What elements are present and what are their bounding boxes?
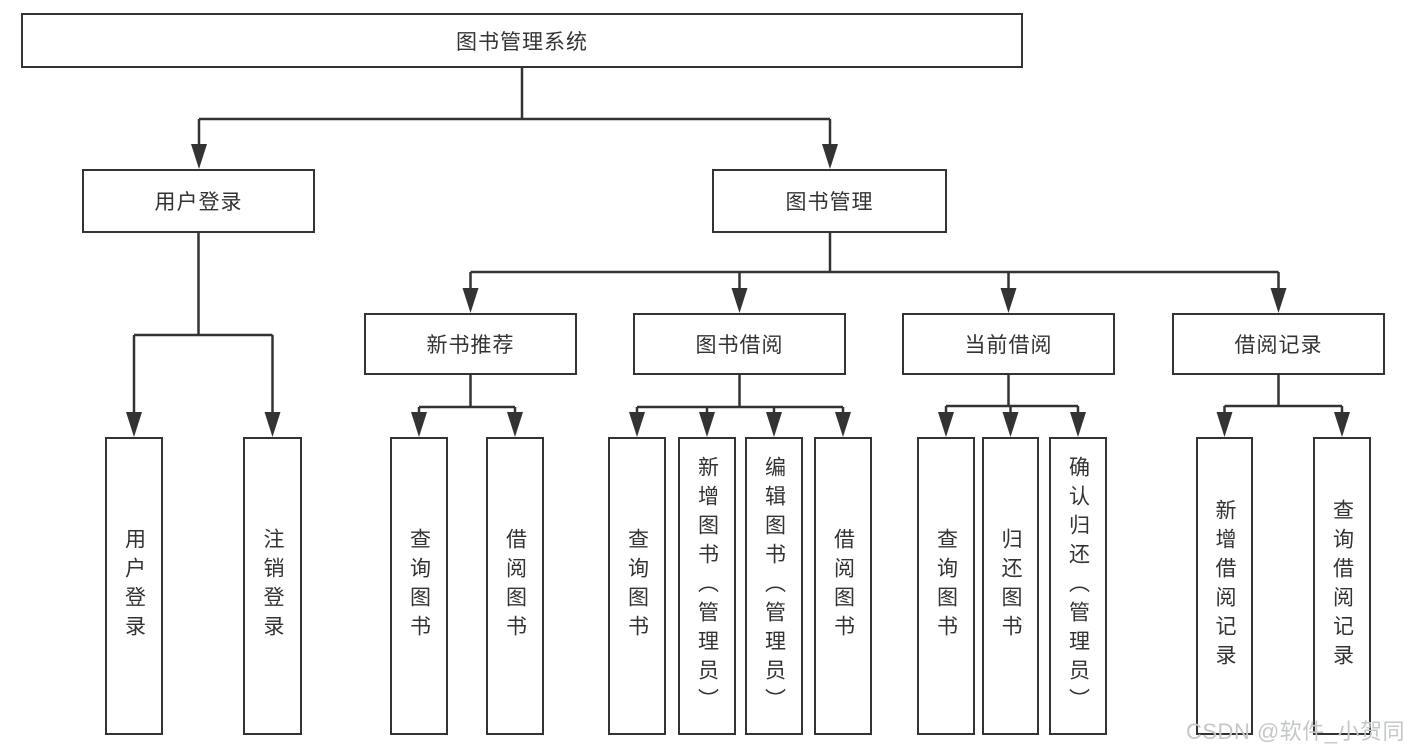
arrowhead-icon <box>766 412 782 437</box>
node-book-mgmt: 图书管理 <box>712 169 947 233</box>
node-leaf-add-book: 新增图书（管理员） <box>678 437 736 735</box>
connector-book-mgmt-branch <box>469 233 1280 294</box>
node-leaf-query-book-1: 查询图书 <box>390 437 448 735</box>
node-new-book-rec: 新书推荐 <box>364 313 577 375</box>
node-leaf-return-book: 归还图书 <box>982 437 1039 735</box>
node-leaf-borrow-book-2-label: 借阅图书 <box>831 528 855 644</box>
node-book-mgmt-label: 图书管理 <box>785 191 874 214</box>
node-leaf-query-book-2: 查询图书 <box>608 437 666 735</box>
arrowhead-icon <box>191 144 207 169</box>
node-leaf-add-record-label: 新增借阅记录 <box>1213 499 1236 673</box>
node-book-borrow-label: 图书借阅 <box>695 334 784 357</box>
connector-user-login-branch <box>132 233 274 418</box>
connector-borrow-records-branch <box>1223 375 1344 418</box>
node-leaf-confirm-return: 确认归还（管理员） <box>1049 437 1107 735</box>
connector-new-book-branch <box>417 375 517 418</box>
arrowhead-icon <box>1334 412 1350 437</box>
arrowhead-icon <box>507 412 523 437</box>
node-leaf-return-book-label: 归还图书 <box>999 528 1022 644</box>
arrowhead-icon <box>462 288 479 313</box>
connector-current-borrow-branch <box>944 375 1080 418</box>
node-user-login-label: 用户登录 <box>154 191 243 214</box>
node-root: 图书管理系统 <box>21 13 1023 68</box>
arrowhead-icon <box>699 412 715 437</box>
node-leaf-user-login-label: 用户登录 <box>122 528 146 644</box>
node-root-label: 图书管理系统 <box>456 30 588 54</box>
node-leaf-query-book-3-label: 查询图书 <box>934 528 958 644</box>
node-leaf-query-book-3: 查询图书 <box>917 437 975 735</box>
arrowhead-icon <box>1216 412 1233 437</box>
node-new-book-rec-label: 新书推荐 <box>426 334 515 357</box>
node-leaf-query-book-1-label: 查询图书 <box>407 528 431 644</box>
node-leaf-confirm-return-label: 确认归还（管理员） <box>1066 455 1090 717</box>
connector-root-to-level2 <box>197 68 832 150</box>
node-current-borrow: 当前借阅 <box>902 313 1115 375</box>
arrowhead-icon <box>938 412 954 437</box>
arrowhead-icon <box>264 412 281 437</box>
node-book-borrow: 图书借阅 <box>633 313 846 375</box>
node-leaf-logout: 注销登录 <box>243 437 302 735</box>
node-borrow-records-label: 借阅记录 <box>1234 334 1323 357</box>
node-leaf-query-book-2-label: 查询图书 <box>625 528 649 644</box>
arrowhead-icon <box>1002 412 1019 437</box>
node-leaf-logout-label: 注销登录 <box>261 528 284 644</box>
arrowhead-icon <box>822 144 838 169</box>
arrowhead-icon <box>629 412 645 437</box>
node-leaf-borrow-book-2: 借阅图书 <box>814 437 872 735</box>
arrowhead-icon <box>1270 288 1287 313</box>
arrowhead-icon <box>411 412 427 437</box>
node-current-borrow-label: 当前借阅 <box>964 334 1053 357</box>
arrowhead-icon <box>835 412 851 437</box>
node-leaf-borrow-book-1: 借阅图书 <box>486 437 544 735</box>
node-leaf-user-login: 用户登录 <box>105 437 163 735</box>
node-leaf-borrow-book-1-label: 借阅图书 <box>503 528 527 644</box>
node-leaf-add-book-label: 新增图书（管理员） <box>695 455 719 717</box>
node-leaf-query-record-label: 查询借阅记录 <box>1330 499 1354 673</box>
arrowhead-icon <box>1070 412 1086 437</box>
arrowhead-icon <box>1000 288 1017 313</box>
connector-book-borrow-branch <box>635 375 845 418</box>
node-leaf-edit-book: 编辑图书（管理员） <box>745 437 803 735</box>
node-leaf-edit-book-label: 编辑图书（管理员） <box>762 455 786 717</box>
csdn-watermark: CSDN @软件_小贺同学 <box>1186 719 1405 744</box>
node-leaf-add-record: 新增借阅记录 <box>1196 437 1253 735</box>
arrowhead-icon <box>126 412 142 437</box>
node-user-login: 用户登录 <box>82 169 315 233</box>
arrowhead-icon <box>731 288 748 313</box>
node-borrow-records: 借阅记录 <box>1172 313 1385 375</box>
node-leaf-query-record: 查询借阅记录 <box>1313 437 1371 735</box>
